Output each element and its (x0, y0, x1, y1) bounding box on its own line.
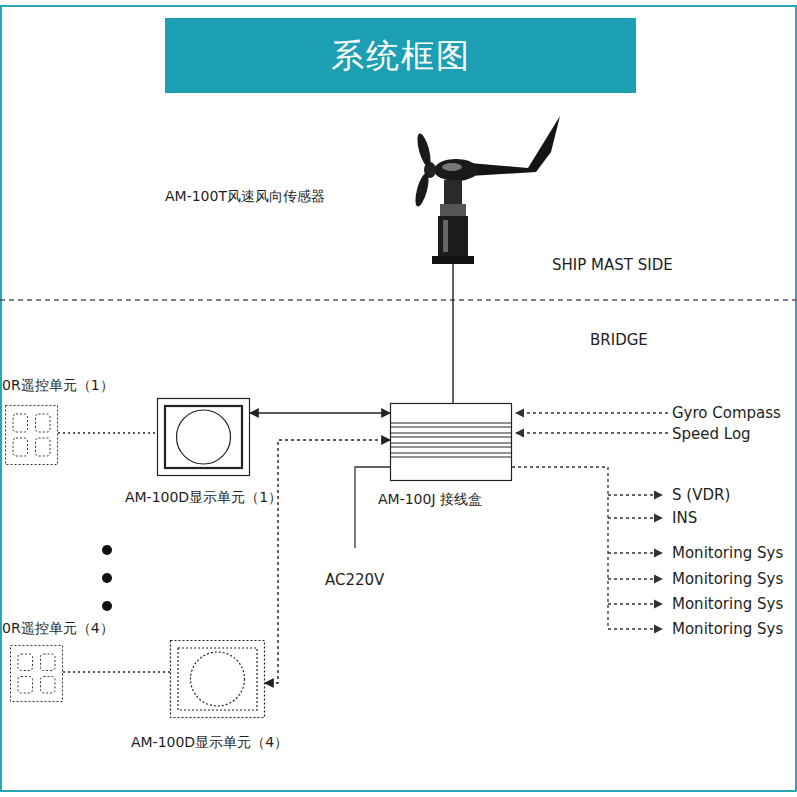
display-bezel (165, 406, 242, 468)
junction-stripe (390, 447, 512, 448)
remote-key (36, 414, 51, 432)
signal-label: S (VDR) (672, 486, 730, 504)
sensor-mast (438, 216, 468, 256)
junction-stripe (390, 437, 512, 438)
power-wire (355, 467, 390, 548)
remote-key (18, 654, 33, 671)
signal-label: BRIDGE (590, 331, 648, 349)
signal-label: INS (672, 509, 697, 527)
display-dial (177, 410, 231, 464)
junction-stripe (390, 457, 512, 458)
remote-shape (10, 645, 63, 702)
propeller-blade (413, 172, 431, 207)
output-branch (608, 603, 662, 604)
title-text: 系统框图 (165, 18, 636, 93)
mount-plate (432, 256, 474, 264)
ellipsis-dot (102, 601, 112, 611)
remote-key (41, 677, 56, 694)
remote-key (36, 438, 51, 456)
signal-label: Monitoring Sys (672, 595, 783, 613)
signal-label: SHIP MAST SIDE (552, 256, 673, 274)
remote-key (13, 438, 28, 456)
remote-outline (11, 646, 63, 702)
signal-label: Monitoring Sys (672, 620, 783, 638)
output-branches (608, 495, 662, 629)
junction-shape (390, 403, 512, 481)
unit-label: 0R遥控单元（1） (2, 376, 114, 394)
output-branch (608, 517, 662, 518)
connector (63, 671, 170, 672)
display-bezel (178, 648, 257, 710)
remote-node: 0R遥控单元（1） (5, 405, 58, 465)
display-dial (191, 652, 245, 706)
junction-stripe (390, 443, 512, 444)
junction-stripe (390, 427, 512, 428)
signal-label: Speed Log (672, 425, 751, 443)
unit-label: 0R遥控单元（4） (2, 619, 114, 637)
junction-stripe (390, 433, 512, 434)
junction-node: AM-100J 接线盒 (390, 403, 512, 481)
connector (250, 412, 390, 413)
junction-stripe (390, 423, 512, 424)
remote-shape (5, 405, 58, 465)
sensor-collar (440, 204, 466, 216)
output-branch (608, 628, 662, 629)
display-outline (171, 641, 265, 718)
connector (265, 440, 390, 683)
remote-key (18, 677, 33, 694)
unit-label: AM-100D显示单元（1） (125, 488, 282, 506)
connector (58, 432, 157, 433)
output-trunk (512, 467, 608, 629)
output-branch (608, 552, 662, 553)
sensor-body (434, 159, 478, 181)
sensor-neck (444, 180, 462, 206)
mast-bridge-divider (0, 299, 797, 301)
signal-label: Monitoring Sys (672, 570, 783, 588)
unit-label: AM-100T风速风向传感器 (165, 187, 325, 205)
signal-label: AC220V (325, 571, 384, 589)
display-shape (157, 398, 250, 476)
propeller-blade (415, 132, 433, 167)
display-node: AM-100D显示单元（1） (157, 398, 250, 476)
remote-key (41, 654, 56, 671)
output-branch (608, 578, 662, 579)
remote-key (13, 414, 28, 432)
mast-highlight (443, 220, 448, 252)
junction-stripe (390, 453, 512, 454)
display-dotted-shape (170, 640, 265, 718)
ellipsis-dot (102, 573, 112, 583)
title-banner: 系统框图 (165, 18, 636, 93)
body-highlight (442, 163, 462, 171)
gyro-input-line (516, 412, 668, 413)
ellipsis-dot (102, 545, 112, 555)
signal-label: Gyro Compass (672, 404, 781, 422)
unit-label: AM-100D显示单元（4） (131, 733, 288, 751)
sensor-node: AM-100T风速风向传感器 (410, 112, 560, 264)
display-outline (158, 399, 250, 476)
signal-label: Monitoring Sys (672, 544, 783, 562)
junction-outline (391, 404, 512, 481)
display-dotted-node: AM-100D显示单元（4） (170, 640, 265, 718)
connector (452, 264, 453, 403)
sensor-shape (410, 112, 560, 264)
remote-outline (6, 406, 58, 465)
frame (1, 6, 796, 791)
output-branch (608, 494, 662, 495)
unit-label: AM-100J 接线盒 (378, 490, 482, 508)
speed-log-input-line (516, 432, 668, 433)
remote-node: 0R遥控单元（4） (10, 645, 63, 702)
